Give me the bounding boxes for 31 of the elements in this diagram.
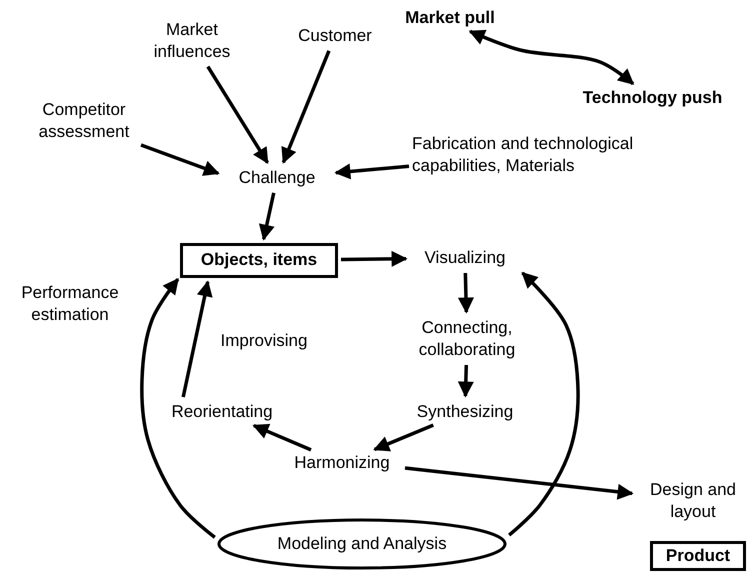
arrow (458, 364, 474, 398)
process-box: Objects, items (180, 243, 338, 278)
arrow (206, 66, 269, 164)
step-label: Visualizing (410, 246, 520, 270)
step-label: Connecting, collaborating (402, 316, 532, 362)
step-label: Design and layout (636, 478, 750, 524)
arrow (140, 278, 216, 539)
arrow (340, 250, 408, 267)
arrow (508, 272, 580, 536)
process-box: Product (650, 541, 746, 571)
step-label: Fabrication and technological capabilities, Materials (412, 120, 657, 190)
step-label: Synthesizing (400, 400, 530, 424)
step-label: Market influences (150, 18, 234, 64)
side-label: Improvising (220, 330, 308, 352)
arrow (468, 30, 634, 86)
arrow (458, 272, 474, 314)
step-label: Harmonizing (282, 451, 402, 475)
arrow (404, 466, 634, 500)
arrow (281, 50, 331, 164)
step-label: Modeling and Analysis (277, 532, 447, 555)
arrow (258, 192, 276, 241)
side-label: Performance estimation (20, 282, 120, 326)
arrow (140, 143, 220, 176)
arrow (334, 163, 410, 180)
arrow (373, 424, 434, 452)
arrow (252, 424, 312, 452)
arrow (181, 280, 213, 398)
step-label: Challenge (222, 166, 332, 190)
step-label: Reorientating (152, 400, 292, 424)
step-label: Technology push (555, 86, 750, 110)
step-label: Competitor assessment (18, 98, 150, 144)
